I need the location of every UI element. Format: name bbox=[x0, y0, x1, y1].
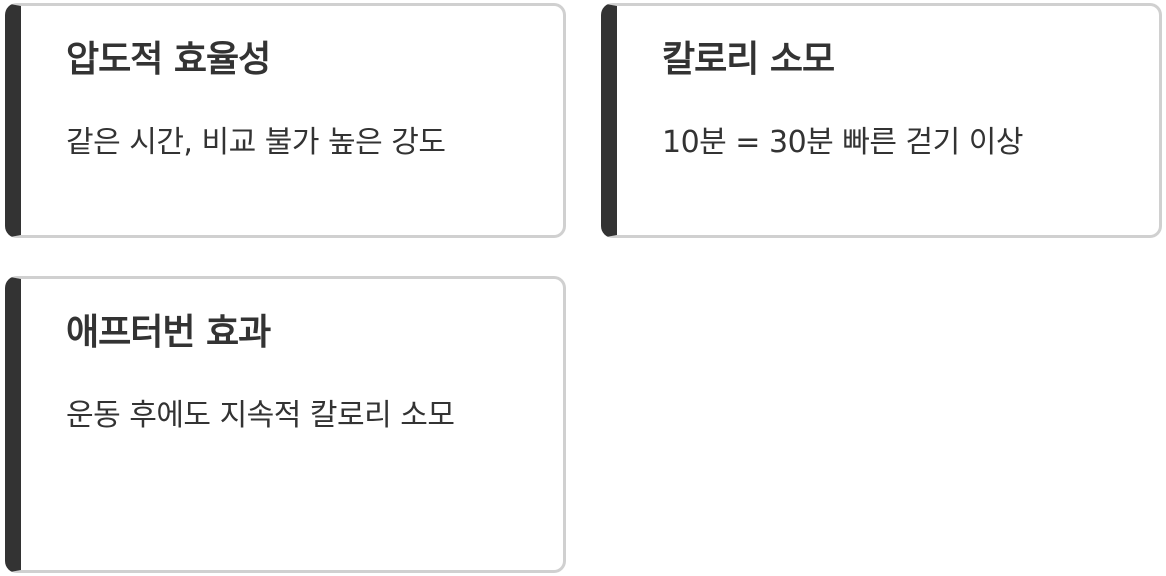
card-description: 같은 시간, 비교 불가 높은 강도 bbox=[66, 125, 446, 161]
card-title: 칼로리 소모 bbox=[662, 39, 835, 80]
card-afterburn: 애프터번 효과 운동 후에도 지속적 칼로리 소모 bbox=[5, 276, 566, 573]
card-description: 10분 = 30분 빠른 걷기 이상 bbox=[662, 125, 1023, 161]
card-title: 애프터번 효과 bbox=[66, 312, 271, 353]
card-efficiency: 압도적 효율성 같은 시간, 비교 불가 높은 강도 bbox=[5, 3, 566, 238]
card-title: 압도적 효율성 bbox=[66, 39, 271, 80]
card-description: 운동 후에도 지속적 칼로리 소모 bbox=[66, 398, 455, 434]
card-calories: 칼로리 소모 10분 = 30분 빠른 걷기 이상 bbox=[601, 3, 1162, 238]
